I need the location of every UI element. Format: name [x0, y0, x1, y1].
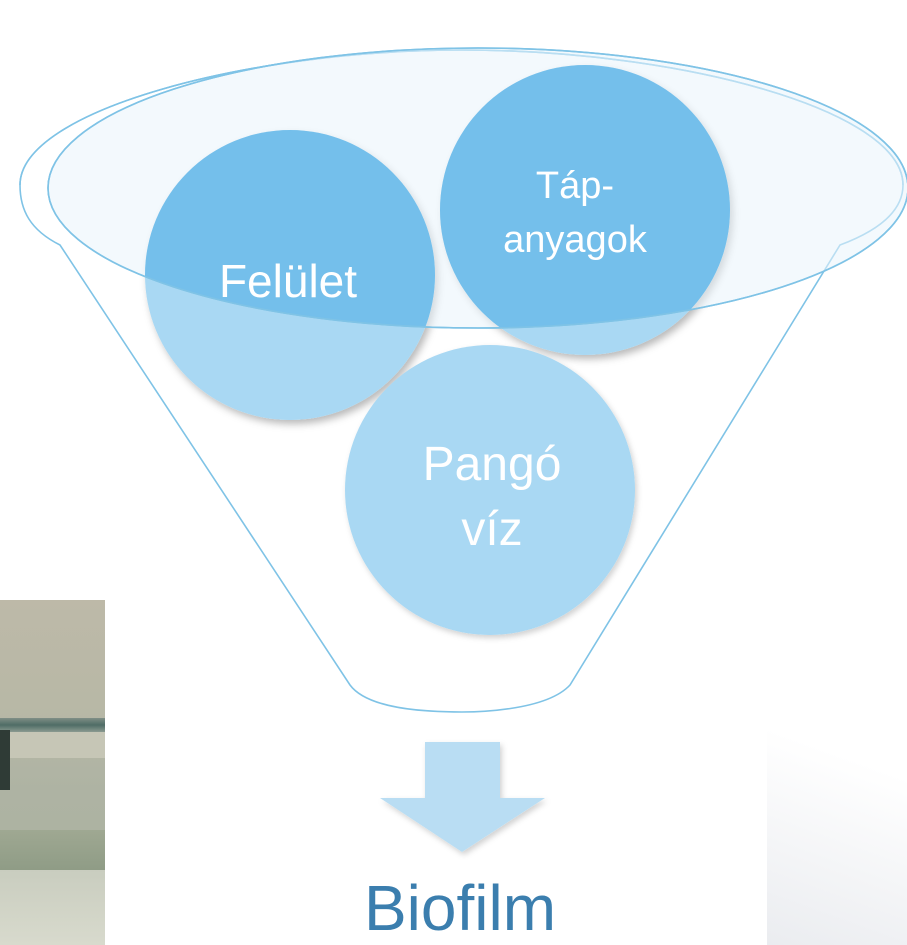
input-label-viz-line2: víz	[461, 503, 522, 556]
input-circle-felulet-top	[145, 130, 435, 328]
input-label-tapanyagok-line2: anyagok	[503, 219, 648, 261]
input-label-felulet: Felület	[219, 255, 357, 307]
output-label-biofilm: Biofilm	[364, 872, 556, 944]
photo-band	[0, 732, 105, 758]
background-photo	[0, 600, 105, 945]
photo-edge	[0, 730, 10, 790]
input-circle-tapanyagok-top	[440, 65, 730, 328]
down-arrow-icon	[380, 742, 545, 852]
photo-band	[0, 870, 105, 945]
input-circle-pango-viz	[345, 345, 635, 635]
photo-band	[0, 718, 105, 732]
input-label-tapanyagok-line1: Táp-	[536, 165, 614, 207]
photo-band	[0, 830, 105, 870]
input-label-pango-line1: Pangó	[423, 438, 562, 491]
corner-shade	[767, 685, 907, 945]
